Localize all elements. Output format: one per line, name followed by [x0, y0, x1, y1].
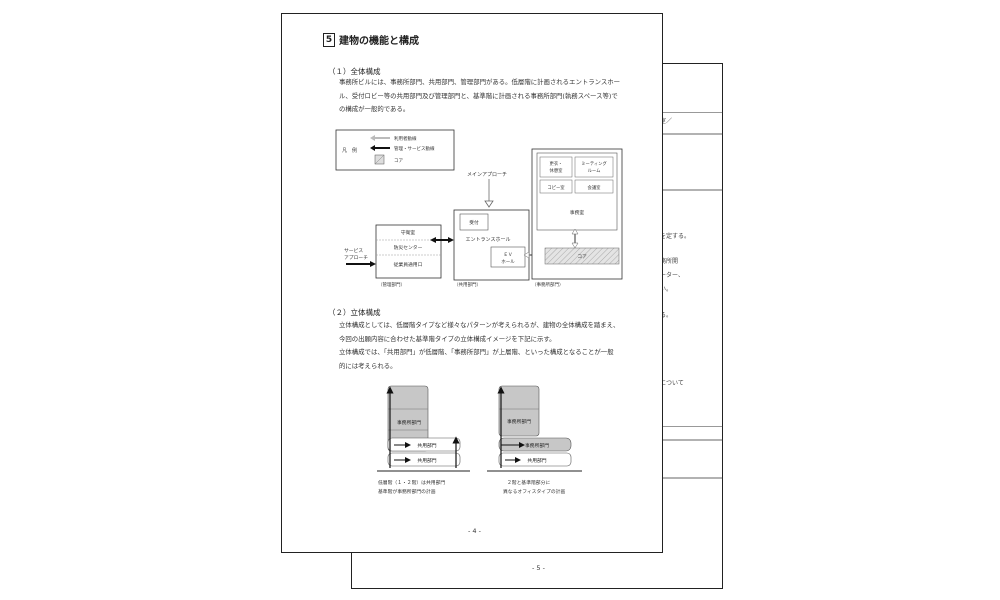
section-title-text: 建物の機能と構成 — [339, 36, 419, 47]
right-scheme: 事務所部門 事務所部門 共用部門 ２階と基準階部分に 異なるオフィスタイプの計画 — [487, 385, 582, 495]
office-main-room: 事務室 — [570, 209, 585, 216]
core-label: コア — [577, 254, 587, 260]
left-caption: 低層階（１・２階）は共用部門 — [378, 479, 445, 486]
text-line: 今回の出願内容に合わせた基準階タイプの立体構成イメージを下記に示す。 — [339, 334, 556, 343]
text-line: 立体構成としては、低層階タイプなど様々なパターンが考えられるが、建物の全体構成を… — [339, 321, 620, 329]
admin-block: 守衛室 防災センター 従業員通用口 （管理部門） — [375, 224, 442, 288]
legend: 凡 例 利用者動線 管理・サービス動線 コア — [335, 129, 455, 171]
office-block: 更衣・ 休憩室 ミーティング ルーム コピー室 会議室 事務室 コア （事務所部… — [531, 148, 623, 288]
common-dept-label: 共用部門 — [417, 457, 436, 464]
text-line: ル、受付ロビー等の共用部門及び管理部門と、基準階に計画される事務所部門(執務スペ… — [339, 91, 618, 100]
section-title: 5 建物の機能と構成 — [323, 32, 419, 47]
service-approach-label: サービス — [344, 247, 363, 254]
office-dept-label: 事務所部門 — [397, 419, 421, 426]
paragraph-vertical: 立体構成としては、低層階タイプなど様々なパターンが考えられるが、建物の全体構成を… — [339, 319, 639, 373]
back-fragment: 務所開 — [660, 258, 679, 265]
back-table-edge — [653, 426, 723, 479]
back-fragment: 室／ — [660, 118, 673, 125]
admin-room: 守衛室 — [401, 229, 416, 236]
back-page-number: - 5 - — [532, 564, 545, 572]
left-caption: 基準階が事務所部門の計画 — [378, 488, 436, 495]
vertical-composition-diagram: 事務所部門 共用部門 共用部門 低層階（１・２階）は共用部門 基準階が事務所部門… — [377, 385, 582, 495]
back-fragment: を定する。 — [660, 233, 691, 240]
office-room: 更衣・ — [550, 160, 563, 167]
front-page: 5 建物の機能と構成 （１）全体構成 事務所ビルには、事務所部門、共用部門、管理… — [281, 13, 663, 553]
paragraph-overall: 事務所ビルには、事務所部門、共用部門、管理部門がある。低層階に計画されるエントラ… — [339, 76, 639, 117]
office-dept-label: 事務所部門 — [525, 442, 549, 449]
right-caption: ２階と基準階部分に — [507, 479, 550, 486]
office-caption: （事務所部門） — [532, 281, 564, 288]
ev-hall: ＥＶ — [504, 252, 513, 258]
text-line: 立体構成では、「共用部門」が低層階、「事務所部門」が上層階、といった構成となるこ… — [339, 348, 614, 356]
common-dept-label: 共用部門 — [417, 442, 436, 449]
legend-item-user-flow: 利用者動線 — [394, 135, 417, 142]
back-table-edge — [653, 112, 723, 191]
office-room: 会議室 — [588, 184, 602, 191]
subheading-overall: （１）全体構成 — [328, 67, 381, 76]
common-caption: （共用部門） — [454, 281, 481, 288]
right-caption: 異なるオフィスタイプの計画 — [503, 488, 565, 495]
common-block: 受付 エントランスホール ＥＶ ホール （共用部門） — [453, 209, 530, 288]
office-room: 休憩室 — [550, 167, 564, 174]
subheading-vertical: （２）立体構成 — [328, 308, 381, 317]
legend-label: 凡 例 — [342, 147, 357, 154]
back-fragment: について — [660, 380, 684, 387]
building-composition-diagram: 凡 例 利用者動線 管理・サービス動線 コア メインアプローチ 守衛室 防災セン… — [335, 129, 623, 288]
text-line: 的には考えられる。 — [339, 361, 397, 370]
section-number: 5 — [323, 32, 335, 47]
service-approach-label: アプローチ — [344, 255, 368, 261]
ev-hall: ホール — [501, 259, 515, 265]
back-fragment: ーター、 — [660, 272, 684, 279]
back-fragment: る。 — [660, 312, 673, 319]
office-room: コピー室 — [547, 184, 565, 191]
common-dept-label: 共用部門 — [527, 457, 546, 464]
left-scheme: 事務所部門 共用部門 共用部門 低層階（１・２階）は共用部門 基準階が事務所部門… — [377, 385, 470, 495]
admin-caption: （管理部門） — [378, 281, 405, 288]
front-page-number: - 4 - — [468, 527, 481, 535]
back-fragment: い。 — [660, 286, 673, 293]
text-line: の構成が一般的である。 — [339, 105, 410, 113]
office-room: ルーム — [588, 168, 601, 174]
office-room: ミーティング — [581, 160, 607, 167]
admin-room: 防災センター — [394, 244, 423, 251]
entrance-hall: エントランスホール — [466, 237, 511, 243]
office-dept-label: 事務所部門 — [507, 418, 531, 425]
admin-room: 従業員通用口 — [394, 261, 423, 268]
text-line: 事務所ビルには、事務所部門、共用部門、管理部門がある。低層階に計画されるエントラ… — [339, 78, 621, 86]
legend-item-service-flow: 管理・サービス動線 — [394, 145, 435, 152]
reception-room: 受付 — [469, 219, 479, 226]
legend-item-core: コア — [394, 158, 403, 164]
main-approach-label: メインアプローチ — [467, 172, 507, 178]
